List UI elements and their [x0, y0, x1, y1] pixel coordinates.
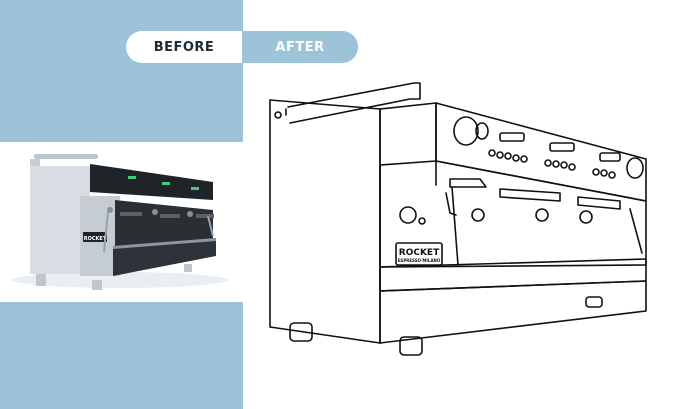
photo-brand-label: ROCKET	[84, 236, 107, 242]
drawing-brand-label: ROCKET	[399, 248, 440, 258]
after-tab[interactable]: AFTER	[242, 31, 358, 63]
before-photo: ROCKET	[0, 142, 243, 302]
espresso-machine-photo: ROCKET	[12, 154, 228, 290]
espresso-machine-line-drawing: ROCKET ESPRESSO MILANO	[269, 82, 647, 356]
drawing-sub-brand-label: ESPRESSO MILANO	[398, 258, 441, 263]
before-panel: ROCKET	[0, 0, 243, 409]
after-panel	[243, 0, 680, 409]
before-after-toggle[interactable]: BEFORE AFTER	[126, 31, 358, 63]
before-tab[interactable]: BEFORE	[126, 31, 242, 63]
